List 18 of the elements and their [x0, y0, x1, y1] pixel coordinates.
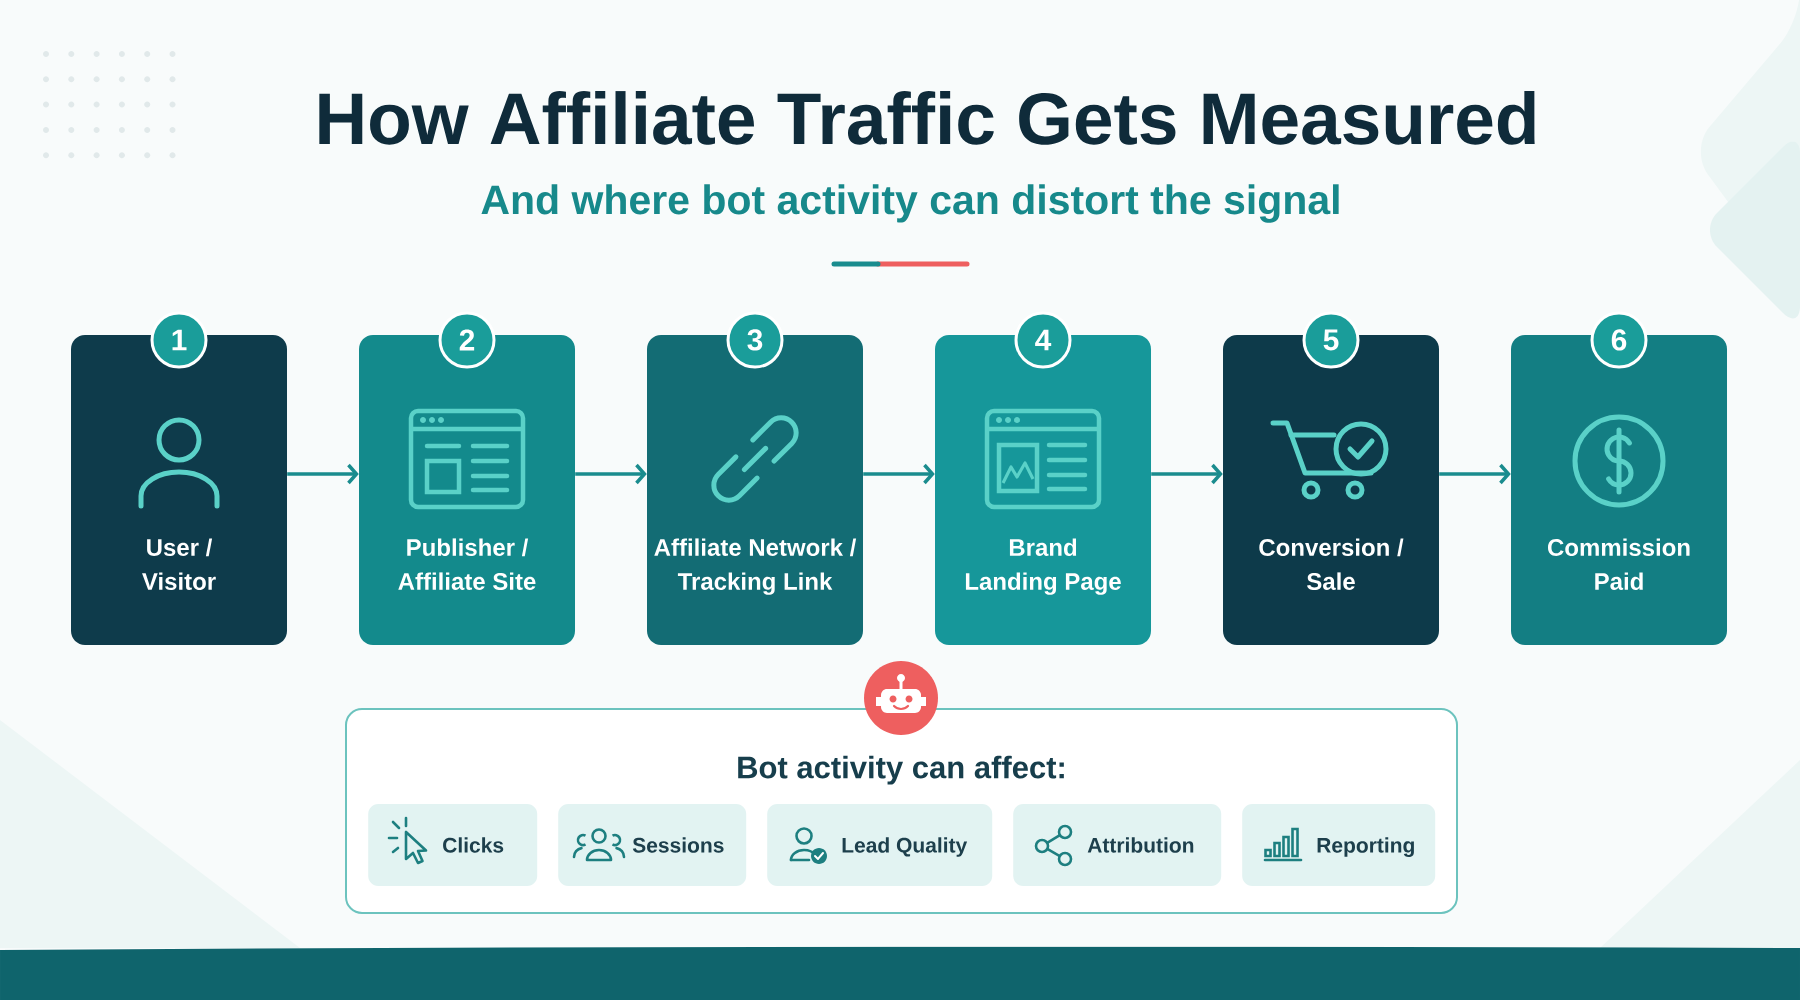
chip: Clicks — [368, 804, 538, 886]
chip: Attribution — [1013, 804, 1222, 886]
chip: Lead Quality — [767, 804, 993, 886]
number-badge: 5 — [1302, 311, 1360, 369]
arrow — [1151, 463, 1223, 485]
number-badge: 6 — [1590, 311, 1648, 369]
subtitle: And where bot activity can distort the signal — [481, 184, 1339, 223]
chip: Reporting — [1242, 804, 1436, 886]
arrow — [287, 463, 359, 485]
chip: Sessions — [558, 804, 747, 886]
number-badge: 2 — [438, 311, 496, 369]
arrow — [575, 463, 647, 485]
arrow — [1439, 463, 1511, 485]
number-badge: 3 — [726, 311, 784, 369]
number-badge: 1 — [150, 311, 208, 369]
number-badge: 4 — [1014, 311, 1072, 369]
arrow — [863, 463, 935, 485]
title: How Affiliate Traffic Gets Measured — [319, 91, 1535, 145]
